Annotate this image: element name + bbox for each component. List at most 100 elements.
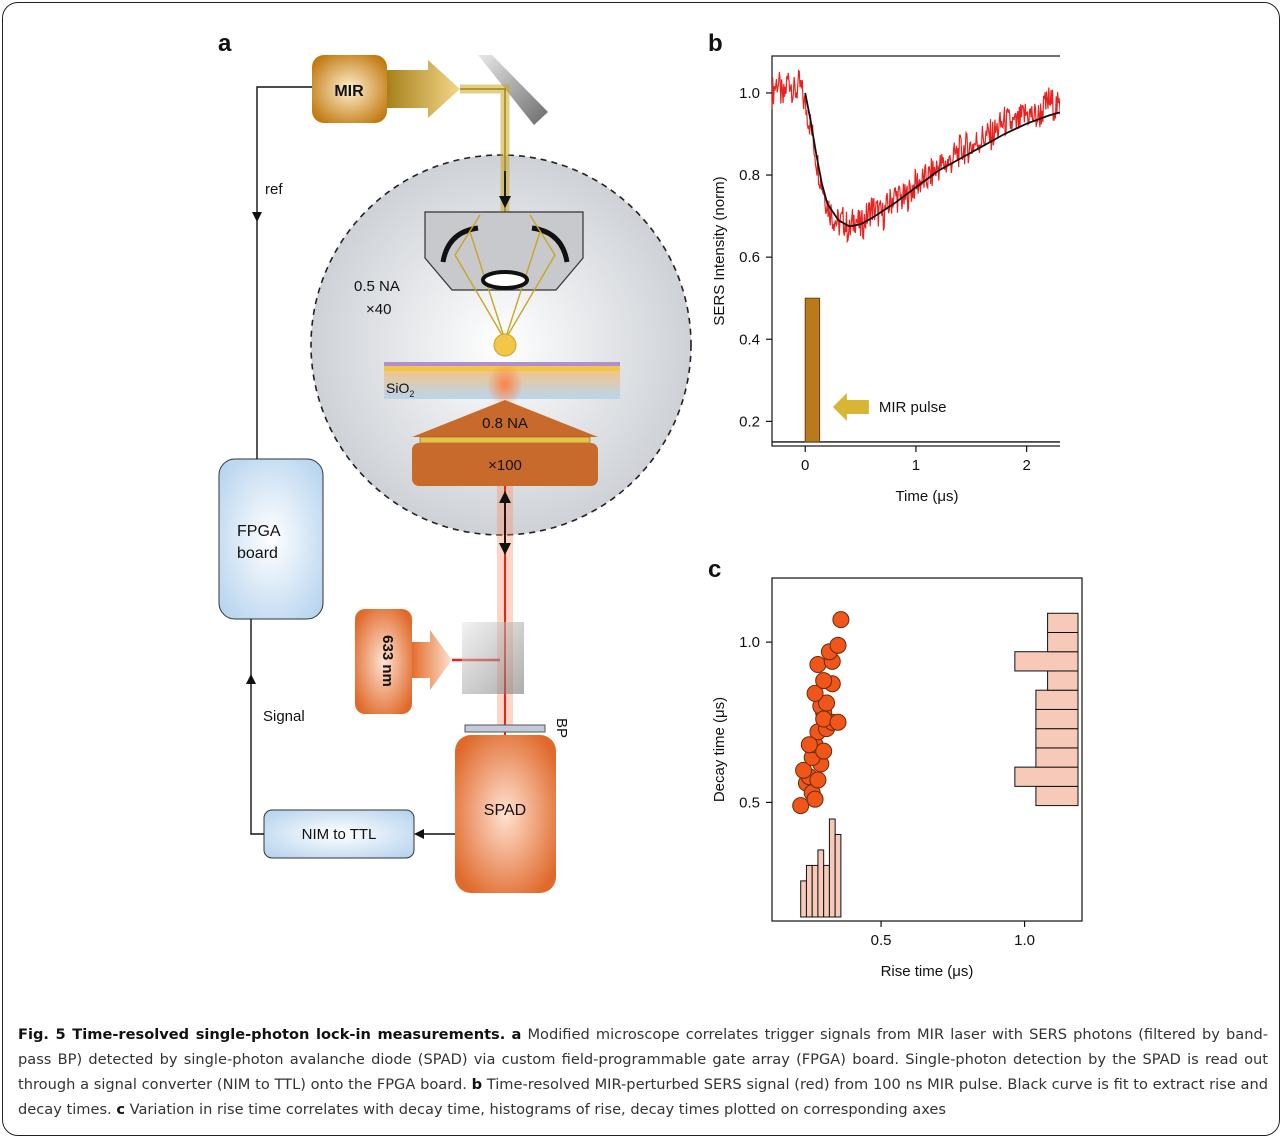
- objective-top-na: 0.5 NA: [354, 278, 400, 295]
- signal-label: Signal: [263, 708, 305, 725]
- chart-c-rise-hist-bar: [800, 880, 807, 918]
- chart-b-ytick-label: 0.2: [739, 413, 760, 430]
- ref-arrow: [252, 212, 262, 222]
- chart-c-ylabel: Decay time (μs): [711, 697, 728, 802]
- chart-c-decay-hist-bar: [1047, 612, 1079, 633]
- chart-c-decay-hist-bar: [1014, 766, 1079, 787]
- chart-b-pulse-bar: [804, 297, 821, 443]
- mir-arrow: [387, 60, 460, 118]
- mir-mirror: [478, 55, 548, 125]
- chart-c-point: [815, 742, 833, 760]
- spad-to-converter-arrow: [414, 829, 424, 839]
- chart-c-point: [806, 684, 824, 702]
- chart-b-ytick-label: 0.8: [739, 167, 760, 184]
- chart-c-decay-hist-bar: [1035, 747, 1079, 768]
- objective-bottom-mag: ×100: [488, 457, 522, 474]
- nim-to-ttl-label: NIM to TTL: [302, 826, 377, 843]
- caption-b-marker: b: [471, 1076, 483, 1093]
- laser-633-arrow: [412, 630, 452, 690]
- chart-c-ytick-label: 1.0: [739, 634, 760, 651]
- chart-c-frame: [771, 577, 1083, 922]
- mir-laser-box: [312, 55, 387, 123]
- chart-c-point: [815, 672, 833, 690]
- chart-c-point: [809, 656, 827, 674]
- objective-bottom-stripe: [419, 436, 591, 444]
- chart-c-point: [800, 736, 818, 754]
- chart-c-rise-hist-bar: [811, 864, 819, 918]
- chart-b-ytick-label: 1.0: [739, 85, 760, 102]
- objective-bottom-body: [412, 443, 598, 486]
- chart-b-ytick-label: 0.4: [739, 331, 760, 348]
- chart-c-rise-hist-bar: [828, 818, 836, 918]
- ref-wire: [256, 86, 312, 459]
- chart-b-ytick-label: 0.6: [739, 249, 760, 266]
- chart-c-rise-hist-bar: [805, 864, 813, 918]
- setup-diagram: MIR 0.5 NA ×40 SiO2 0.8 NA ×100 633 nm: [218, 55, 692, 893]
- caption-c-text: Variation in rise time correlates with d…: [125, 1101, 946, 1118]
- objective-bottom-na: 0.8 NA: [482, 415, 528, 432]
- chart-b-xtick-label: 0: [801, 457, 809, 474]
- caption-c-marker: c: [116, 1101, 125, 1118]
- nanoparticle: [493, 333, 517, 357]
- chart-c-point: [829, 636, 847, 654]
- chart-c-point: [829, 713, 847, 731]
- caption-a-marker: a: [511, 1026, 522, 1043]
- chart-c-decay-hist-bar: [1035, 785, 1079, 807]
- spad-label: SPAD: [484, 802, 526, 819]
- chart-c-decay-hist-bar: [1047, 631, 1079, 653]
- chart-c-decay-hist-bar: [1035, 728, 1079, 749]
- chart-c-decay-hist-bar: [1035, 708, 1079, 730]
- objective-bottom-cone: [412, 400, 598, 437]
- chart-b-frame: [771, 55, 1060, 447]
- objective-lens: [481, 270, 529, 290]
- laser-633-label: 633 nm: [379, 635, 396, 687]
- chart-c-decay-hist-bar: [1047, 670, 1079, 691]
- chart-c-rise-hist-bar: [817, 849, 825, 918]
- chart-c-point: [806, 790, 824, 808]
- ref-label: ref: [265, 181, 283, 198]
- chart-b-xlabel: Time (μs): [895, 488, 958, 505]
- chart-c-point: [832, 611, 850, 629]
- chart-b-pulse-arrow: [832, 393, 869, 421]
- substrate-label: SiO2: [386, 380, 414, 399]
- chart-c-rise-hist-bar: [823, 864, 830, 918]
- chart-c-decay-hist-bar: [1035, 689, 1079, 710]
- panel-label-c: c: [708, 556, 722, 583]
- chart-b-xtick-label: 1: [912, 457, 920, 474]
- chart-b-ylabel: SERS Intensity (norm): [711, 176, 728, 325]
- fpga-line1: FPGA: [237, 523, 281, 540]
- panel-label-a: a: [218, 30, 232, 57]
- chart-c-xtick-label: 0.5: [871, 932, 892, 949]
- chart-b-series-fit: [804, 92, 1060, 228]
- bp-label: BP: [553, 718, 570, 738]
- objective-top-mag: ×40: [366, 301, 391, 318]
- fpga-box: [218, 458, 324, 620]
- caption-b-text: Time-resolved MIR-perturbed SERS signal …: [18, 1076, 1268, 1118]
- chart-c-point: [809, 771, 827, 789]
- fpga-line2: board: [237, 545, 278, 562]
- signal-arrow: [246, 674, 256, 684]
- dichroic-mirror: [462, 622, 524, 694]
- signal-wire: [250, 619, 264, 835]
- chart-b-series-signal: [771, 68, 1060, 244]
- chart-c-ytick-label: 0.5: [739, 794, 760, 811]
- chart-c-point: [795, 761, 813, 779]
- chart-b-xtick-label: 2: [1022, 457, 1030, 474]
- chart-c-xtick-label: 1.0: [1014, 932, 1035, 949]
- spad-box: [455, 735, 556, 893]
- caption-label: Fig. 5 Time-resolved single-photon lock-…: [18, 1026, 506, 1043]
- laser-633-box: [355, 609, 412, 714]
- panel-label-b: b: [708, 30, 723, 57]
- chart-c-point: [815, 710, 833, 728]
- figure-caption: Fig. 5 Time-resolved single-photon lock-…: [18, 1022, 1268, 1122]
- bp-filter: [464, 724, 546, 733]
- chart-c-decay-hist-bar: [1014, 651, 1079, 672]
- chart-c-point: [818, 694, 836, 712]
- chart-b-annotation: MIR pulse: [879, 399, 947, 416]
- laser-focus-spot: [487, 363, 523, 407]
- caption-a-text: Modified microscope correlates trigger s…: [18, 1026, 1269, 1093]
- chart-c-point: [792, 797, 810, 815]
